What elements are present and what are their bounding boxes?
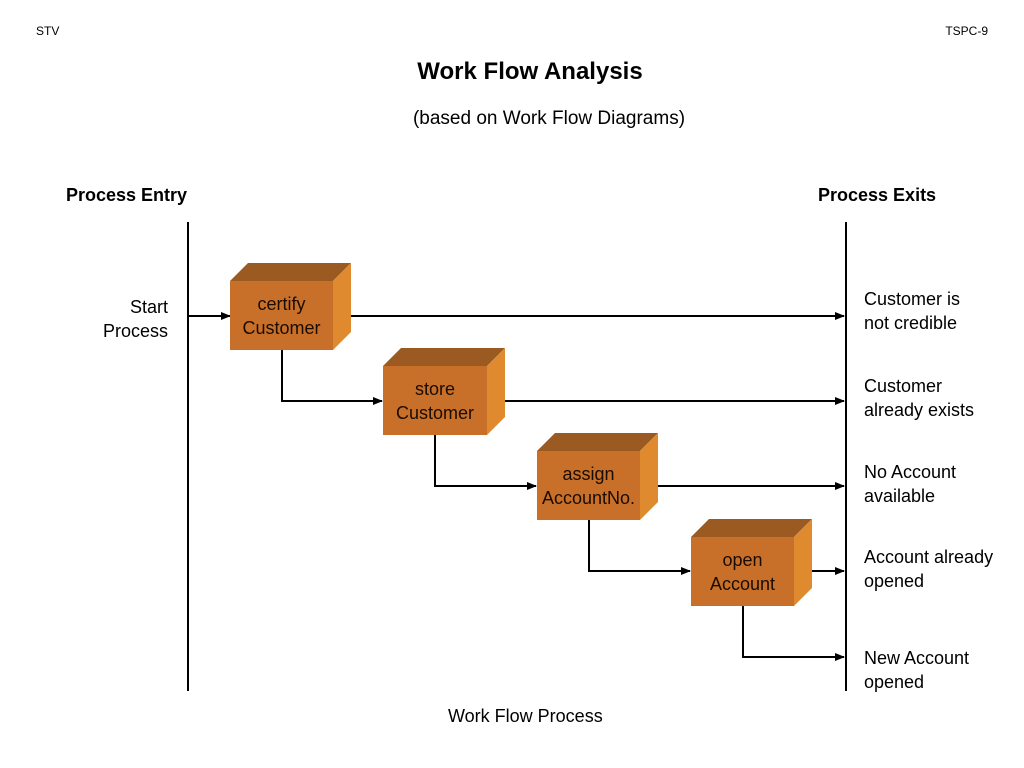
exit-label-no-account: No Account available: [864, 462, 957, 506]
step-box-assign-account-no: [537, 433, 658, 520]
exit-label-new-account: New Account opened: [864, 648, 970, 692]
process-exits-label: Process Exits: [818, 185, 937, 205]
page-subtitle: (based on Work Flow Diagrams): [412, 108, 686, 129]
step-box-certify-customer: [230, 263, 351, 350]
connector-4-exit: [742, 606, 845, 661]
step-label-assign-account-no: assign AccountNo.: [541, 464, 636, 508]
start-process-label: Start Process: [102, 297, 168, 341]
step-box-open-account: [691, 519, 812, 606]
process-entry-label: Process Entry: [66, 185, 188, 205]
step-label-open-account: open Account: [709, 550, 776, 594]
diagram-caption: Work Flow Process: [448, 706, 603, 726]
connector-1-2: [281, 350, 383, 405]
exit-label-not-credible: Customer is not credible: [864, 289, 961, 333]
page-title: Work Flow Analysis: [417, 58, 643, 85]
connector-2-3: [434, 435, 537, 490]
step-label-certify-customer: certify Customer: [242, 294, 321, 338]
step-box-store-customer: [383, 348, 505, 435]
exit-label-already-exists: Customer already exists: [864, 376, 975, 420]
connector-3-4: [588, 520, 691, 575]
step-label-store-customer: store Customer: [395, 379, 475, 423]
header-right: TSPC-9: [945, 24, 988, 38]
exit-label-account-opened: Account already opened: [864, 547, 994, 591]
header-left: STV: [36, 24, 60, 38]
